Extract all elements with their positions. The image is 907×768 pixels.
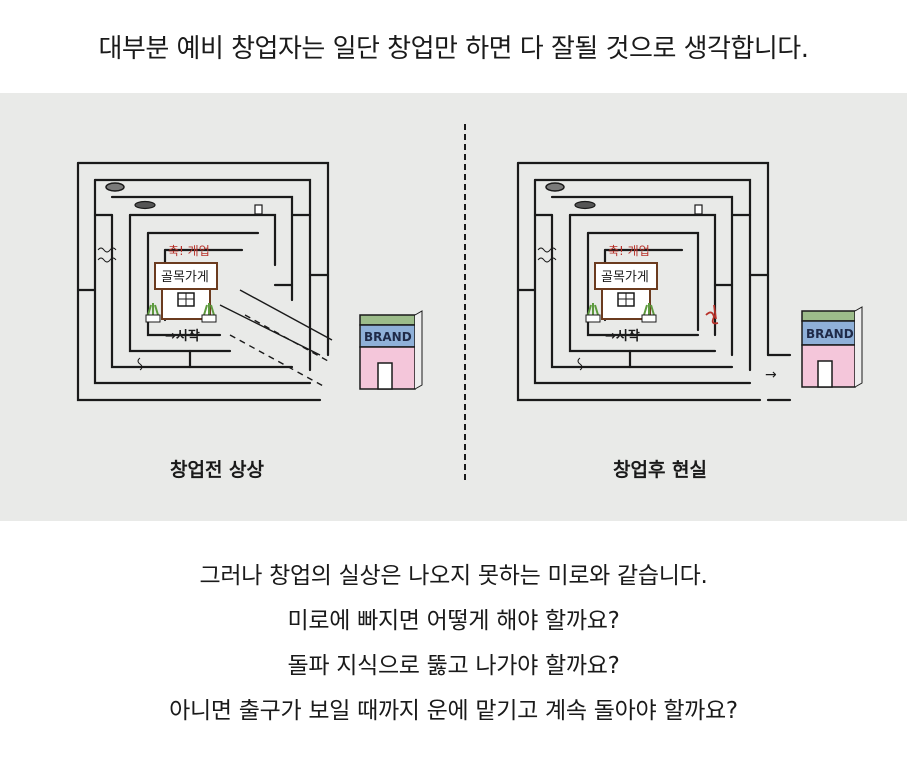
maze-reality-illustration: 축! 개업 골목가게 →시작 → BRAND — [516, 161, 863, 402]
caption-after-startup: 창업후 현실 — [612, 459, 707, 481]
sign-top-text: 축! 개업 — [608, 244, 650, 258]
body-text: 그러나 창업의 실상은 나오지 못하는 미로와 같습니다. 미로에 빠지면 어떻… — [0, 556, 907, 736]
caption-before-startup: 창업전 상상 — [169, 459, 264, 481]
brand-building: BRAND — [359, 310, 423, 390]
sign-top-text: 축! 개업 — [168, 244, 210, 258]
shop-sign-text: 골목가게 — [161, 270, 209, 285]
dashed-divider — [464, 124, 466, 480]
start-label: →시작 — [165, 328, 200, 344]
headline: 대부분 예비 창업자는 일단 창업만 하면 다 잘될 것으로 생각합니다. — [98, 34, 810, 64]
body-line-3: 돌파 지식으로 뚫고 나가야 할까요? — [287, 653, 620, 679]
brand-building: BRAND — [801, 306, 863, 388]
brand-label: BRAND — [806, 327, 854, 341]
shop-sign-text: 골목가게 — [601, 270, 649, 285]
exit-arrow: → — [765, 367, 777, 383]
start-label: →시작 — [605, 328, 640, 344]
body-line-1: 그러나 창업의 실상은 나오지 못하는 미로와 같습니다. — [199, 563, 708, 589]
maze-imagined-illustration: 축! 개업 골목가게 →시작 BRAND — [76, 161, 423, 402]
body-line-2: 미로에 빠지면 어떻게 해야 할까요? — [287, 608, 620, 634]
brand-label: BRAND — [364, 330, 412, 344]
body-line-4: 아니면 출구가 보일 때까지 운에 맡기고 계속 돌아야 할까요? — [169, 698, 738, 724]
